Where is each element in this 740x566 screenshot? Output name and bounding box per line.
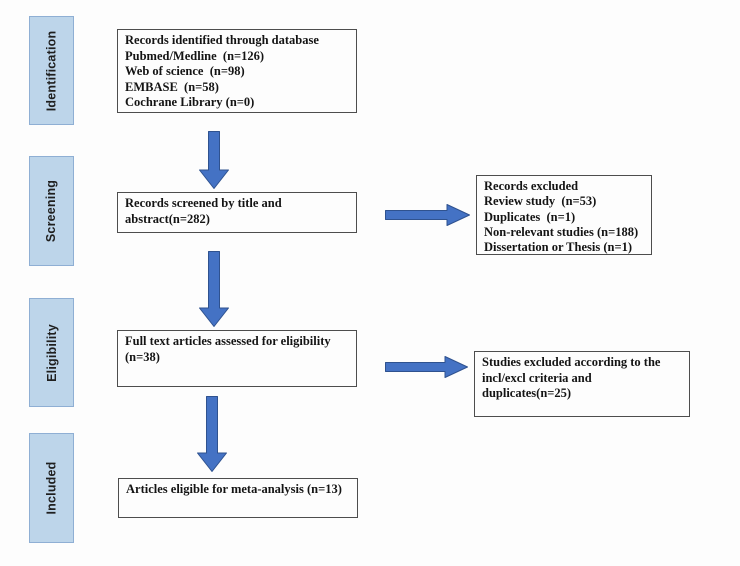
records-identified-line: Records identified through database [125, 33, 319, 47]
records-excluded-box: Records excluded Review study (n=53) Dup… [476, 175, 652, 255]
studies-excluded-line: incl/excl criteria and duplicates(n=25) [482, 370, 592, 401]
down-arrow-icon [199, 131, 229, 189]
meta-analysis-included-text: Articles eligible for meta-analysis (n=1… [126, 482, 342, 496]
records-identified-line: Cochrane Library (n=0) [125, 95, 255, 110]
fulltext-assessed-box: Full text articles assessed for eligibil… [117, 330, 357, 387]
right-arrow-icon [385, 204, 470, 226]
stage-label-included: Included [44, 461, 59, 515]
stage-box-identification: Identification [29, 16, 74, 125]
down-arrow-icon [199, 251, 229, 327]
records-identified-line: EMBASE (n=58) [125, 79, 219, 94]
records-screened-text: Records screened by title and abstract(n… [125, 196, 282, 226]
down-arrow-icon [197, 396, 227, 472]
stage-box-eligibility: Eligibility [29, 298, 74, 407]
studies-excluded-line: Studies excluded according to the [482, 355, 661, 369]
records-identified-box: Records identified through database Pubm… [117, 29, 357, 113]
stage-label-eligibility: Eligibility [44, 323, 59, 382]
records-excluded-line: Non-relevant studies (n=188) [484, 224, 639, 239]
records-excluded-line: Duplicates (n=1) [484, 209, 576, 224]
meta-analysis-included-box: Articles eligible for meta-analysis (n=1… [118, 478, 358, 518]
stage-label-screening: Screening [44, 179, 59, 243]
stage-label-identification: Identification [44, 30, 59, 111]
records-excluded-line: Records excluded [484, 179, 579, 193]
stage-box-included: Included [29, 433, 74, 543]
stage-box-screening: Screening [29, 156, 74, 266]
records-screened-box: Records screened by title and abstract(n… [117, 192, 357, 233]
fulltext-assessed-text: Full text articles assessed for eligibil… [125, 334, 331, 364]
records-excluded-line: Review study (n=53) [484, 194, 597, 209]
right-arrow-icon [385, 356, 468, 378]
records-identified-line: Pubmed/Medline (n=126) [125, 48, 265, 63]
records-excluded-line: Dissertation or Thesis (n=1) [484, 240, 632, 255]
records-identified-line: Web of science (n=98) [125, 64, 245, 79]
studies-excluded-box: Studies excluded according to the incl/e… [474, 351, 690, 417]
